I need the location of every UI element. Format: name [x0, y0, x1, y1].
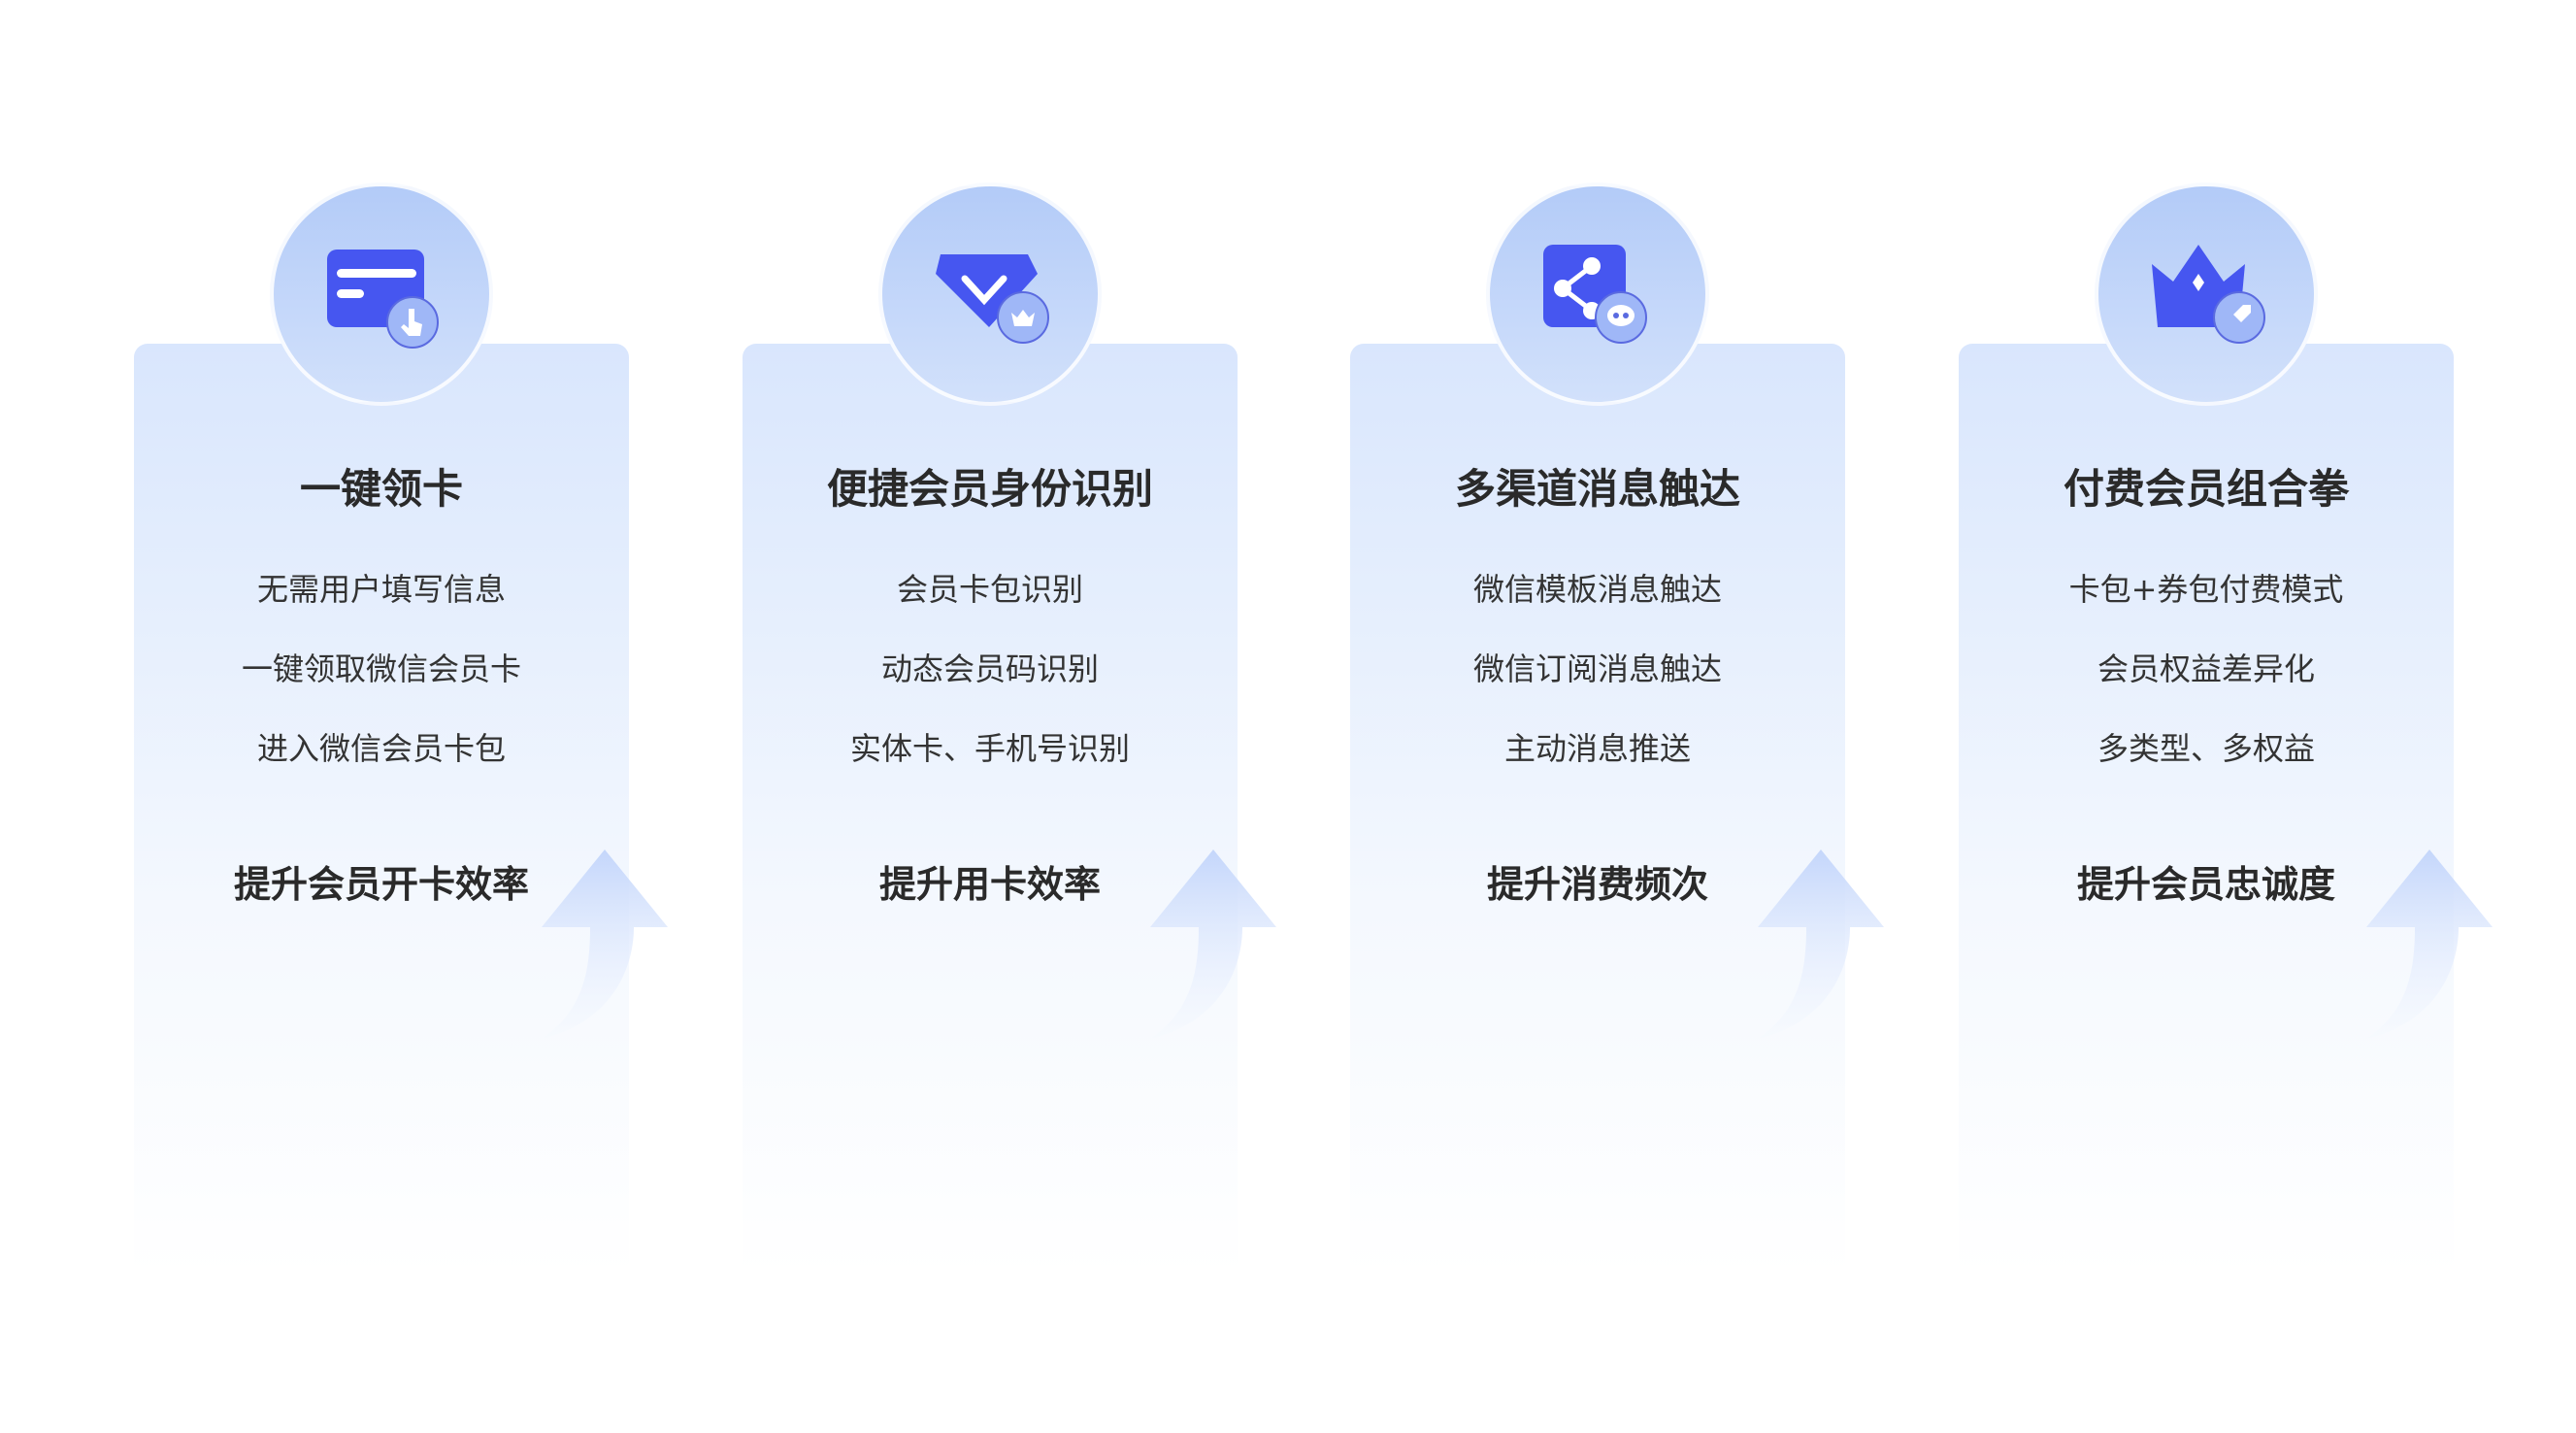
up-arrow-icon	[1140, 850, 1286, 1048]
feature-item: 动态会员码识别	[880, 650, 1099, 687]
icon-circle	[2095, 183, 2318, 406]
card-title: 一键领卡	[299, 465, 463, 513]
feature-item: 微信订阅消息触达	[1472, 650, 1722, 687]
feature-card	[1350, 344, 1845, 1276]
card-result: 提升会员忠诚度	[2076, 863, 2335, 906]
up-arrow-icon	[2357, 850, 2502, 1048]
feature-item: 无需用户填写信息	[256, 571, 506, 608]
card-title: 便捷会员身份识别	[826, 465, 1153, 513]
feature-item: 进入微信会员卡包	[256, 730, 506, 767]
feature-item: 多类型、多权益	[2097, 730, 2315, 767]
feature-item: 微信模板消息触达	[1472, 571, 1722, 608]
icon-circle	[878, 183, 1102, 406]
feature-item: 卡包+券包付费模式	[2068, 571, 2344, 608]
feature-item: 主动消息推送	[1503, 730, 1691, 767]
up-arrow-icon	[532, 850, 677, 1048]
feature-card	[743, 344, 1238, 1276]
feature-item: 会员权益差异化	[2097, 650, 2315, 687]
card-title: 付费会员组合拳	[2063, 465, 2349, 513]
card-result: 提升会员开卡效率	[233, 863, 529, 906]
icon-circle	[270, 183, 493, 406]
feature-item: 会员卡包识别	[896, 571, 1083, 608]
up-arrow-icon	[1748, 850, 1894, 1048]
card-result: 提升消费频次	[1486, 863, 1708, 906]
card-result: 提升用卡效率	[878, 863, 1101, 906]
icon-circle	[1486, 183, 1709, 406]
feature-card	[1959, 344, 2454, 1276]
feature-card	[134, 344, 629, 1276]
feature-item: 实体卡、手机号识别	[849, 730, 1130, 767]
feature-item: 一键领取微信会员卡	[241, 650, 521, 687]
card-title: 多渠道消息触达	[1454, 465, 1740, 513]
